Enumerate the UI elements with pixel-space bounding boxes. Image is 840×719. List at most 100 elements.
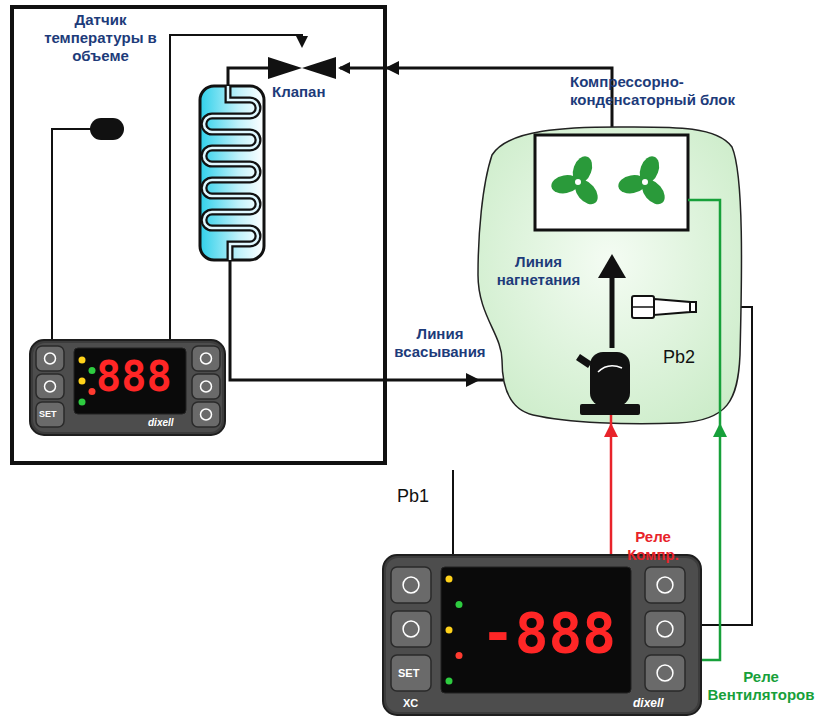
controller-body [657, 665, 673, 681]
expansion-valve [268, 57, 302, 79]
unit-outline [569, 154, 595, 186]
valve-label: Клапан [272, 83, 326, 101]
display-digits: -888 [481, 605, 616, 661]
suction-line [387, 379, 478, 382]
unit-outline [637, 175, 669, 208]
refrigerant-pipe [230, 260, 387, 380]
evaporator [200, 86, 264, 260]
unit-outline [690, 302, 696, 312]
controller-body [456, 652, 463, 659]
unit-outline [632, 296, 654, 318]
unit-outline [610, 415, 613, 425]
controller-body [74, 348, 186, 414]
controller-body [45, 381, 56, 392]
controller-body [45, 353, 56, 364]
unit-outline [570, 175, 602, 208]
sensor-label: Датчик температуры в объеме [38, 11, 163, 65]
room-controller: 888SET dixell [30, 340, 225, 435]
controller-body [89, 367, 96, 374]
unit-outline [478, 127, 742, 424]
edge-label: Реле Вентиляторов [700, 668, 822, 704]
controller-body [403, 621, 419, 637]
refrigerant-pipe [340, 67, 387, 70]
controller-body [79, 357, 86, 364]
edge-label: Реле Компр. [617, 528, 689, 564]
controller-body [446, 627, 453, 634]
controller-body [201, 381, 212, 392]
compressor-relay-wire [610, 425, 613, 555]
controller-body [446, 678, 453, 685]
controller-body [201, 409, 212, 420]
controller-body [36, 346, 64, 371]
expansion-valve [302, 57, 336, 79]
unit-outline [641, 178, 649, 186]
control-wire [170, 35, 302, 340]
unit-outline [590, 352, 630, 406]
controller-body [456, 601, 463, 608]
controller-body [79, 399, 86, 406]
display-digits: 888 [96, 356, 172, 398]
controller-body [36, 402, 64, 427]
cold-room: 888SET dixell Датчик температуры в объемеК… [10, 5, 387, 465]
unit-outline [574, 178, 582, 186]
probe-label: Pb2 [663, 347, 695, 367]
controller-body [391, 655, 431, 691]
refrigerant-pipe [228, 68, 268, 86]
controller-body [192, 346, 220, 371]
unit-title: Компрессорно- конденсаторный блок [570, 73, 770, 109]
button-label: SET [398, 668, 419, 679]
controller-body [645, 611, 685, 647]
expansion-valve [268, 57, 336, 79]
unit-outline [535, 135, 688, 230]
control-wire [52, 35, 752, 625]
controller-body [441, 567, 631, 693]
edge-label: Линия всасывания [380, 325, 500, 361]
model-label: XC [403, 698, 418, 709]
controller-body [201, 353, 212, 364]
controller-body [645, 567, 685, 603]
fan-relay-wire [701, 425, 720, 660]
controller-body [657, 577, 673, 593]
controller-body [391, 567, 431, 603]
unit-outline [598, 254, 626, 278]
temperature-probe [90, 118, 124, 140]
controller-body [446, 576, 453, 583]
unit-outline [654, 299, 690, 315]
controller-body [645, 655, 685, 691]
controller-body [391, 611, 431, 647]
controller-body [79, 378, 86, 385]
controller-body [383, 555, 701, 715]
temperature-probe [90, 118, 124, 140]
controller-body [30, 340, 225, 435]
pipe-label: Линия нагнетания [486, 253, 591, 289]
controller-body [33, 343, 222, 432]
brand-label: dixell [148, 418, 174, 428]
button-label: SET [39, 410, 57, 419]
probe-label: Pb1 [397, 486, 429, 506]
unit-outline [550, 154, 602, 209]
unit-outline [632, 306, 654, 308]
unit-outline [576, 354, 592, 368]
unit-outline [580, 404, 640, 415]
evaporator [204, 86, 258, 260]
controller-body [386, 558, 698, 712]
evaporator [204, 86, 258, 260]
unit-outline [617, 154, 669, 209]
unit-outline [598, 366, 622, 372]
controller-body [657, 621, 673, 637]
unit-outline [610, 274, 615, 348]
controller-body [89, 388, 96, 395]
condensing-unit: Компрессорно- конденсаторный блокЛиния н… [478, 125, 742, 425]
evaporator [200, 86, 264, 260]
unit-controller: -888SET XC dixell [383, 555, 701, 715]
controller-body [403, 577, 419, 593]
controller-body [36, 374, 64, 399]
controller-body [192, 402, 220, 427]
unit-outline [688, 200, 720, 425]
brand-label: dixell [633, 697, 664, 709]
control-wire [452, 470, 454, 555]
controller-body [192, 374, 220, 399]
unit-outline [636, 154, 662, 186]
